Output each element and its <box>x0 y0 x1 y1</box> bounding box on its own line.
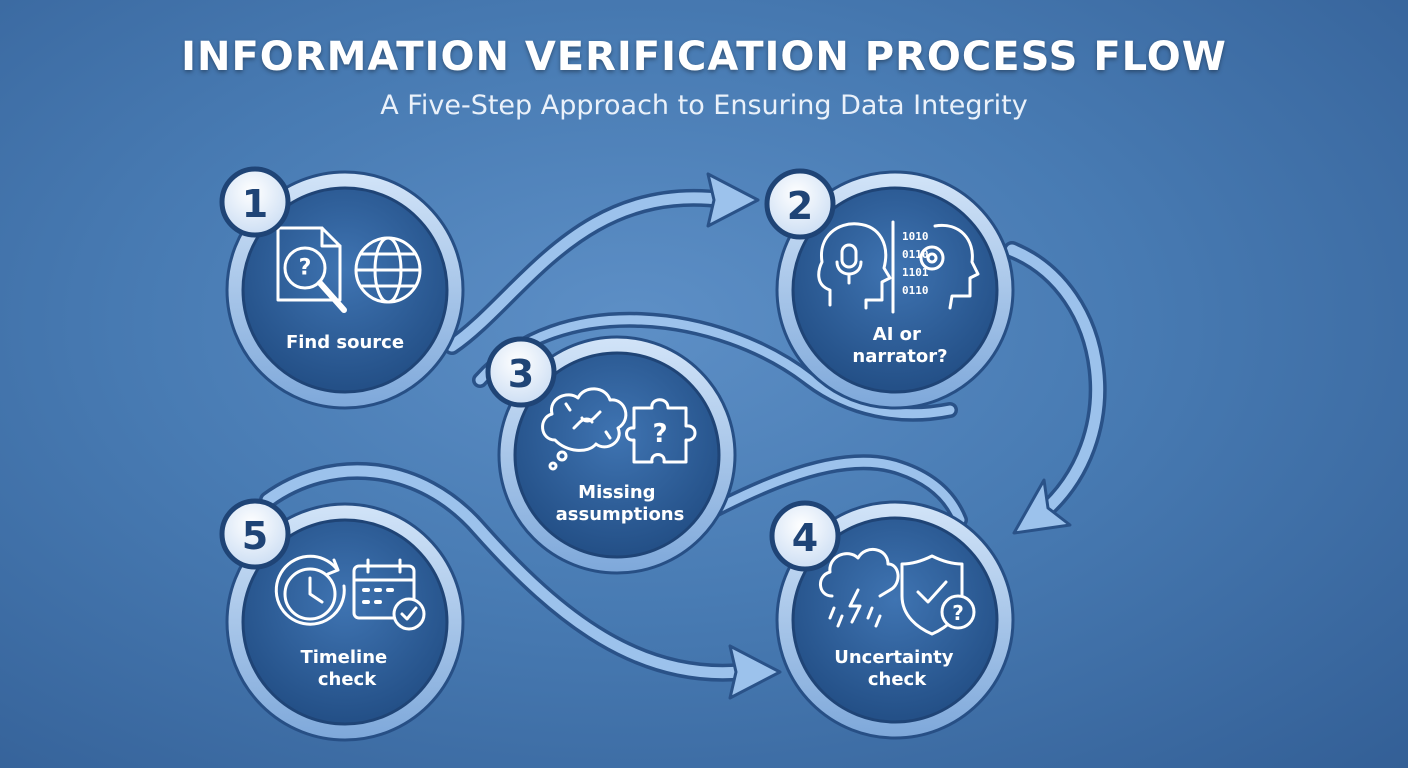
svg-text:?: ? <box>652 419 667 449</box>
arrow-2-to-4 <box>1003 241 1107 535</box>
svg-text:2: 2 <box>787 184 813 228</box>
svg-text:?: ? <box>299 256 312 281</box>
step-label: Find source <box>286 332 404 353</box>
step-number-badge: 5 <box>219 498 291 570</box>
step-number-badge: 3 <box>485 336 557 408</box>
page-subtitle: A Five-Step Approach to Ensuring Data In… <box>380 90 1028 121</box>
step-3-missing-assumptions: ? Missing assumptions 3 <box>485 335 737 575</box>
calendar-check-icon <box>352 558 426 631</box>
arrow-1-to-2 <box>443 172 760 355</box>
svg-text:0110: 0110 <box>902 284 929 297</box>
step-circle <box>791 186 999 394</box>
broken-link-thought-icon <box>541 387 628 471</box>
step-1-find-source: ? Find source 1 <box>219 166 465 410</box>
step-label: Timeline check <box>300 647 393 690</box>
page-title: INFORMATION VERIFICATION PROCESS FLOW <box>181 34 1227 80</box>
step-2-ai-or-narrator: 1010 0110 1101 0110 AI or narrator? 2 <box>764 168 1015 410</box>
svg-text:?: ? <box>952 601 964 625</box>
storm-cloud-icon <box>819 548 900 628</box>
svg-text:1: 1 <box>242 182 268 226</box>
step-circle <box>791 516 999 724</box>
globe-icon <box>354 236 422 304</box>
step-label: Uncertainty check <box>834 647 960 690</box>
step-number-badge: 2 <box>764 168 836 240</box>
svg-text:1101: 1101 <box>902 266 929 279</box>
puzzle-question-icon: ? <box>625 398 697 464</box>
step-number-badge: 4 <box>769 500 841 572</box>
shield-question-icon: ? <box>900 554 976 636</box>
step-circle <box>241 518 449 726</box>
step-label: Missing assumptions <box>556 482 685 525</box>
svg-text:4: 4 <box>792 516 818 560</box>
svg-text:1010: 1010 <box>902 230 929 243</box>
svg-text:3: 3 <box>508 352 534 396</box>
step-5-timeline-check: Timeline check 5 <box>219 498 465 742</box>
step-number-badge: 1 <box>219 166 291 238</box>
ai-head-binary-icon: 1010 0110 1101 0110 <box>902 223 980 310</box>
arrow-5-to-4 <box>259 461 782 700</box>
human-head-microphone-icon <box>817 222 892 310</box>
step-4-uncertainty-check: ? Uncertainty check 4 <box>769 500 1015 740</box>
arrow-loop-2-3 <box>472 311 958 422</box>
step-label: AI or narrator? <box>852 324 947 367</box>
clock-history-icon <box>274 554 346 626</box>
document-search-icon: ? <box>276 226 347 313</box>
svg-text:5: 5 <box>242 514 268 558</box>
